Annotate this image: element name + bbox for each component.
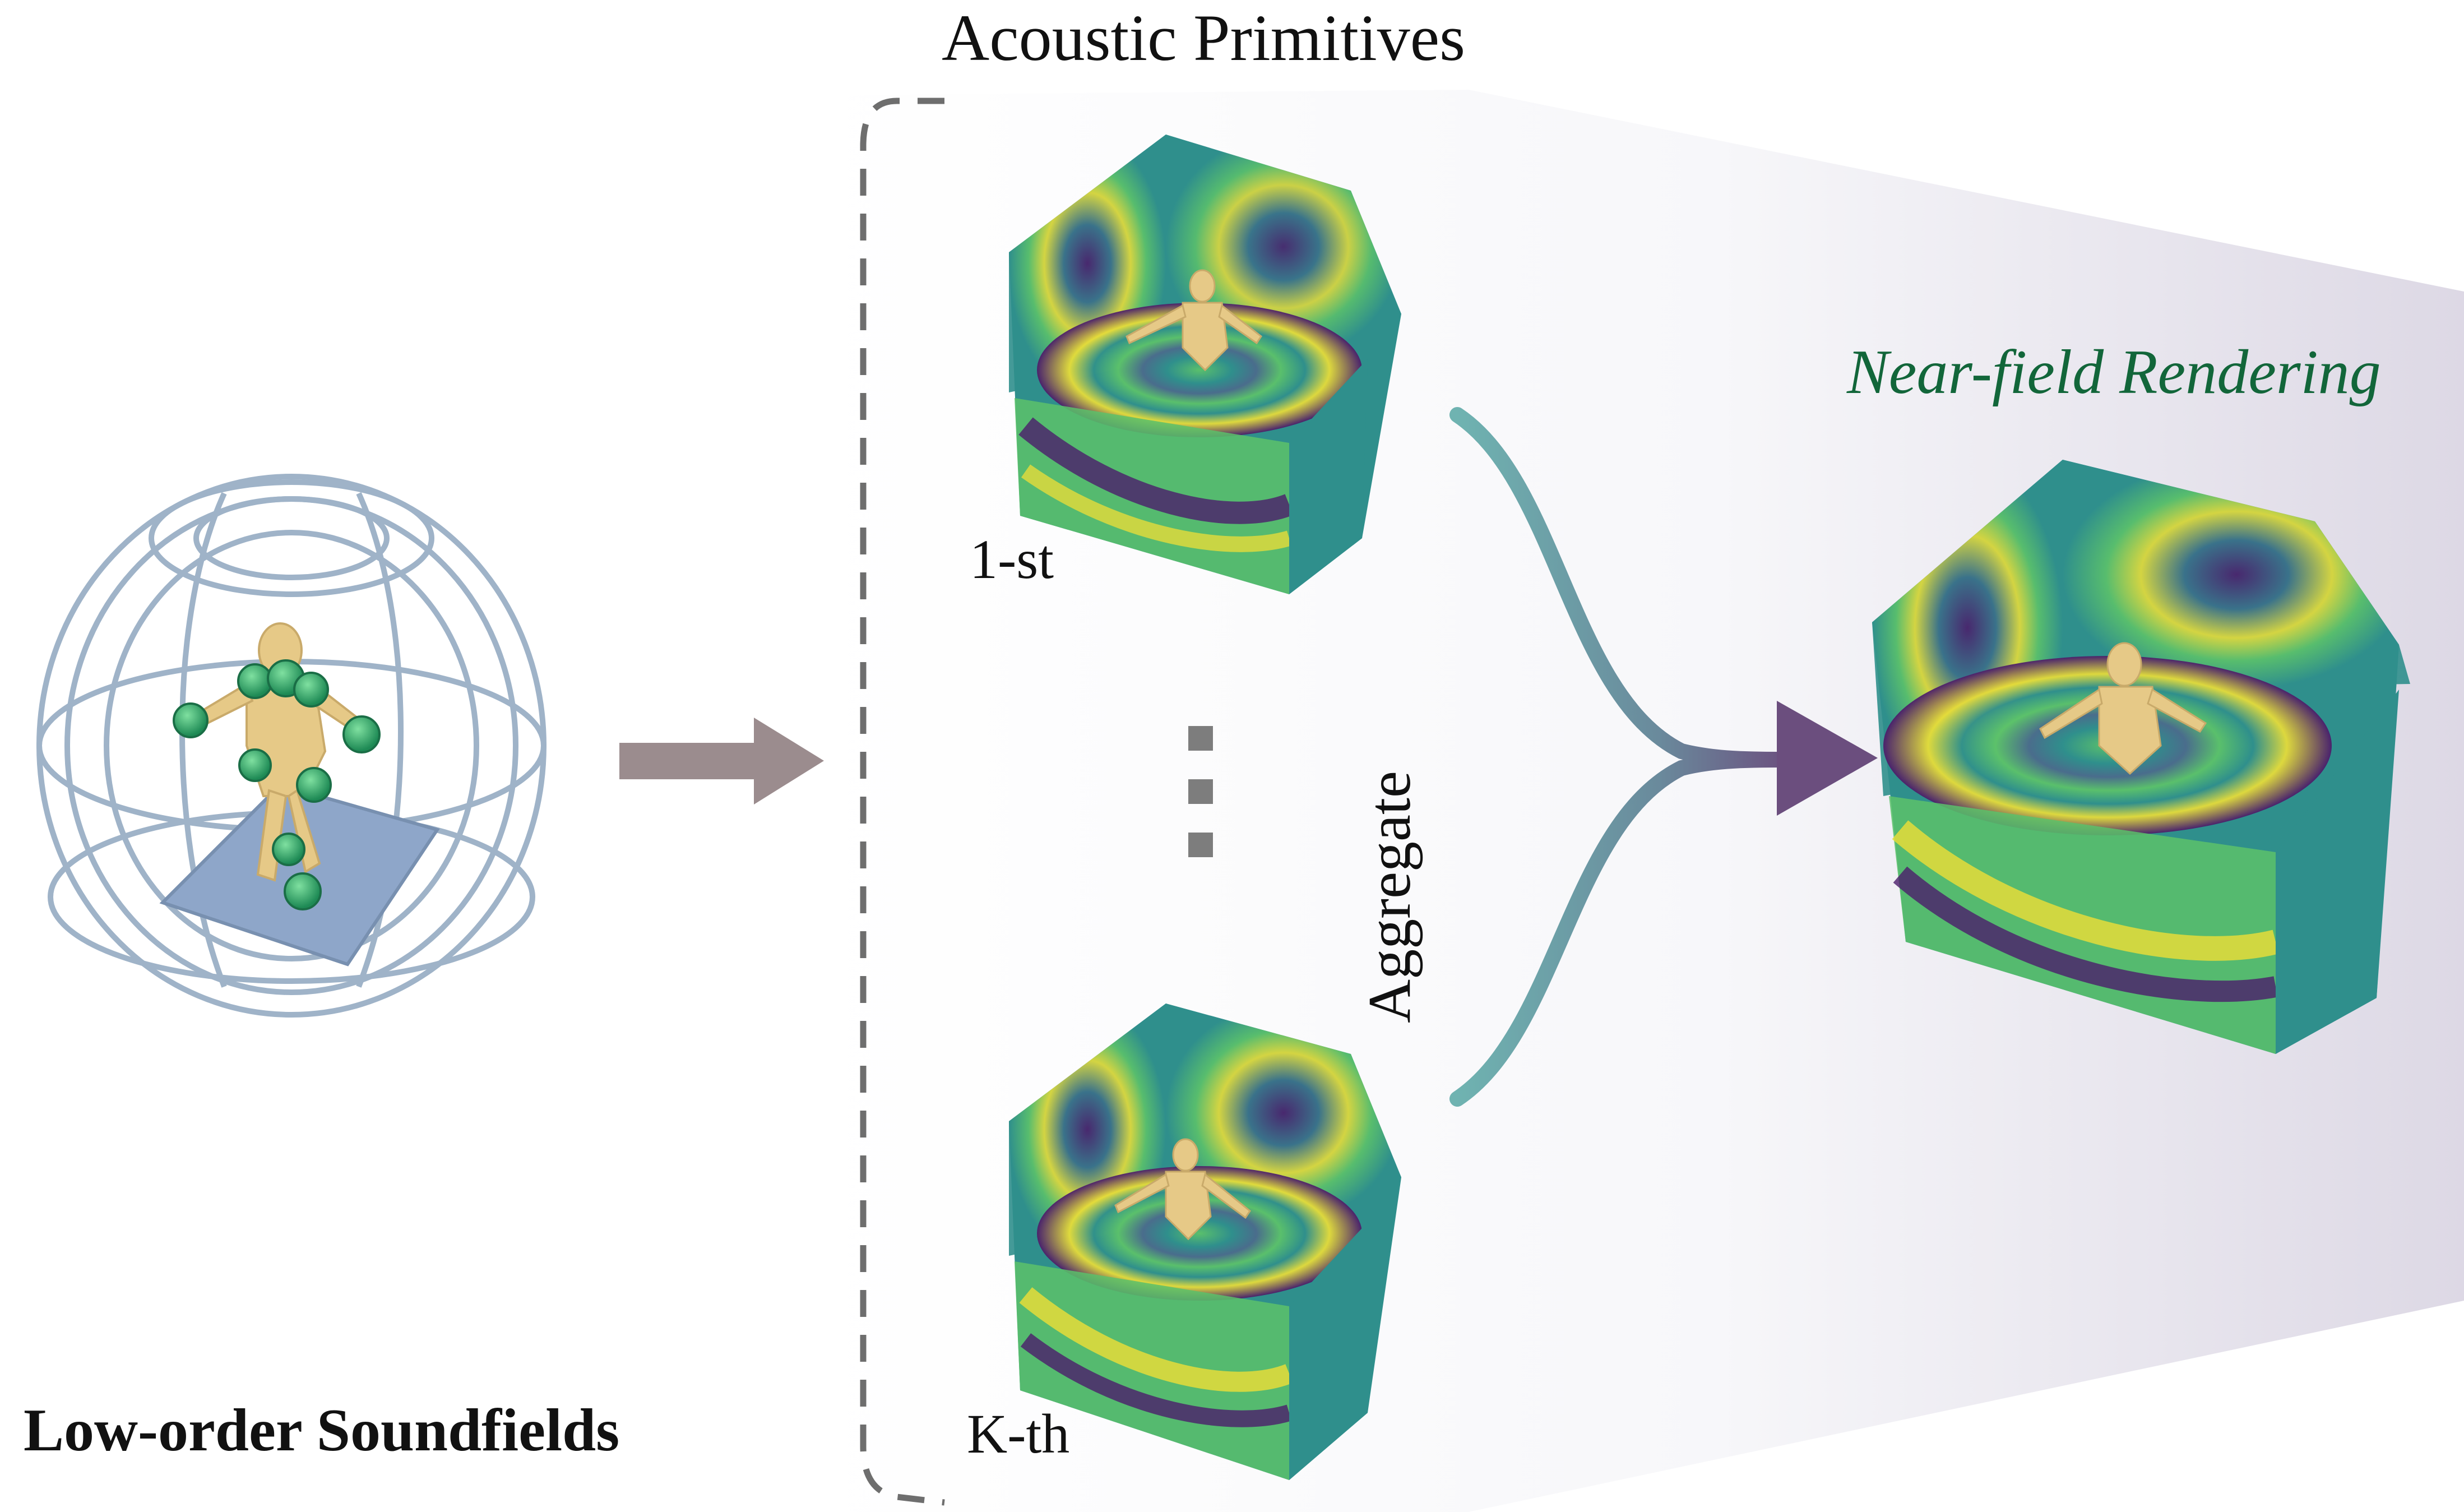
primitives-bracket <box>860 98 945 1506</box>
first-primitive-label: 1-st <box>970 528 1054 590</box>
low-order-soundfields-caption: Low-order Soundfields <box>24 1397 620 1464</box>
primitive-cube-first <box>1009 135 1401 594</box>
aggregate-arrowhead-icon <box>1777 701 1878 816</box>
primitive-cube-kth <box>1009 1004 1401 1480</box>
kth-primitive-label: K-th <box>967 1403 1070 1465</box>
low-order-soundfield-figure <box>36 474 546 1018</box>
acoustic-primitives-title: Acoustic Primitives <box>942 1 1466 75</box>
aggregate-label: Aggregate <box>1356 771 1423 1023</box>
aggregate-flow <box>1449 407 1801 1107</box>
sound-source-spheres <box>173 659 381 910</box>
near-field-rendering-title: Near-field Rendering <box>1847 337 2381 407</box>
vertical-ellipsis-icon <box>1188 726 1213 857</box>
near-field-cube <box>1872 460 2410 1054</box>
forward-arrow-icon <box>619 718 824 804</box>
